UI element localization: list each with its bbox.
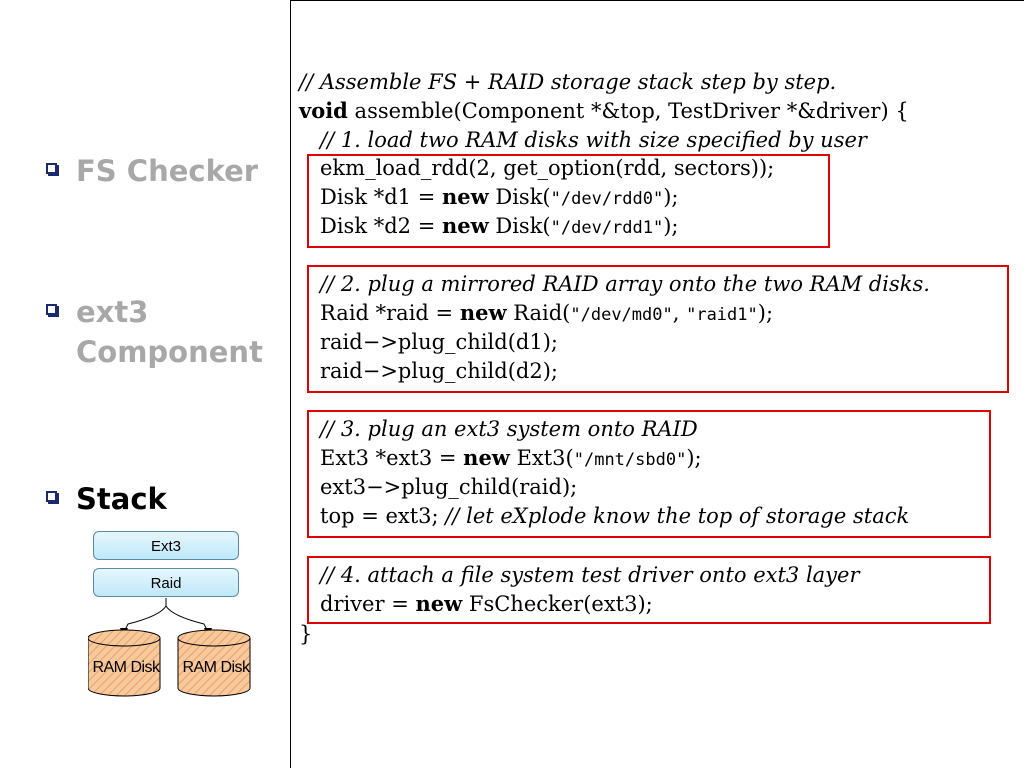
code-pane: // Assemble FS + RAID storage stack step… (290, 0, 1024, 768)
step2-comment: // 2. plug a mirrored RAID array onto th… (320, 272, 930, 296)
string-literal: "/dev/rdd1" (550, 218, 664, 238)
string-literal: "/mnt/sbd0" (573, 450, 687, 470)
bullet-square-icon (46, 163, 57, 174)
code-text: , (672, 301, 687, 325)
step3-line3: top = ext3; // let eXplode know the top … (320, 503, 909, 529)
disk-2 (177, 629, 251, 697)
code-text: assemble(Component *&top, TestDriver *&d… (347, 99, 909, 123)
string-literal: "/dev/rdd0" (550, 189, 664, 209)
left-pane: FS Checker ext3 Component Stack (0, 0, 290, 768)
step3-line2: ext3−>plug_child(raid); (320, 475, 578, 499)
disk-2-label: RAM Disk (182, 659, 250, 676)
code-signature: void assemble(Component *&top, TestDrive… (299, 98, 909, 124)
arrow-left (123, 598, 167, 633)
bullet-label-line2: Component (76, 335, 263, 369)
step1-line3: Disk *d2 = new Disk("/dev/rdd1"); (320, 213, 679, 241)
disk-1 (88, 629, 161, 697)
code-text: Ext3( (509, 446, 574, 470)
code-text: Raid( (506, 301, 571, 325)
code-text: Disk( (488, 185, 551, 209)
code-header-comment: // Assemble FS + RAID storage stack step… (299, 70, 837, 94)
code-text: ); (663, 185, 679, 209)
code-text: Ext3 *ext3 = (320, 446, 464, 470)
bullet-fs-checker: FS Checker (46, 151, 258, 191)
step4-highlight-box (307, 556, 991, 624)
keyword: new (441, 213, 489, 238)
bullet-label: ext3 Component (76, 292, 263, 372)
code-text: Disk *d1 = (320, 185, 442, 209)
step3-highlight-box (307, 410, 991, 538)
code-text: Disk( (488, 214, 551, 238)
keyword: new (415, 591, 463, 616)
code-text: Raid *raid = (320, 301, 460, 325)
step3-comment: // 3. plug an ext3 system onto RAID (320, 417, 698, 441)
stack-diagram: Ext3 Raid RAM Disk RAM Disk (88, 528, 251, 698)
layer-ext3: Ext3 (93, 531, 239, 560)
inline-comment: // let eXplode know the top of storage s… (445, 504, 910, 528)
arrow-right (165, 598, 209, 633)
bullet-square-icon (46, 304, 57, 315)
step2-line3: raid−>plug_child(d2); (320, 359, 558, 383)
bullet-label: FS Checker (76, 154, 259, 188)
keyword: new (441, 184, 489, 209)
step2-line2: raid−>plug_child(d1); (320, 330, 558, 354)
step1-highlight-box (307, 154, 830, 248)
step2-line1: Raid *raid = new Raid("/dev/md0", "raid1… (320, 300, 773, 328)
keyword: new (459, 300, 507, 325)
bullet-stack: Stack (46, 479, 167, 519)
layer-raid: Raid (93, 568, 239, 597)
code-closing-brace: } (299, 622, 313, 646)
bullet-label-line1: ext3 (76, 295, 149, 329)
step1-line1: ekm_load_rdd(2, get_option(rdd, sectors)… (320, 156, 775, 180)
code-text: ); (757, 301, 774, 325)
step4-comment: // 4. attach a file system test driver o… (320, 563, 860, 587)
step3-line1: Ext3 *ext3 = new Ext3("/mnt/sbd0"); (320, 445, 702, 473)
code-text: ); (686, 446, 702, 470)
bullet-label: Stack (76, 482, 167, 516)
stack-diagram-graphics (88, 598, 251, 697)
step4-line1: driver = new FsChecker(ext3); (320, 591, 653, 617)
keyword: new (463, 445, 510, 470)
string-literal: "raid1" (686, 305, 758, 325)
disk-1-label: RAM Disk (92, 659, 160, 676)
code-text: top = ext3; (320, 504, 446, 528)
code-text: FsChecker(ext3); (462, 592, 653, 616)
code-text: ); (663, 214, 679, 238)
code-text: driver = (320, 592, 416, 616)
bullet-square-icon (46, 491, 57, 502)
bullet-ext3-component: ext3 Component (46, 292, 263, 372)
code-text: Disk *d2 = (320, 214, 442, 238)
step1-comment: // 1. load two RAM disks with size speci… (320, 128, 867, 152)
string-literal: "/dev/md0" (570, 305, 673, 325)
step1-line2: Disk *d1 = new Disk("/dev/rdd0"); (320, 184, 679, 212)
keyword: void (299, 98, 348, 123)
step2-highlight-box (307, 265, 1009, 393)
